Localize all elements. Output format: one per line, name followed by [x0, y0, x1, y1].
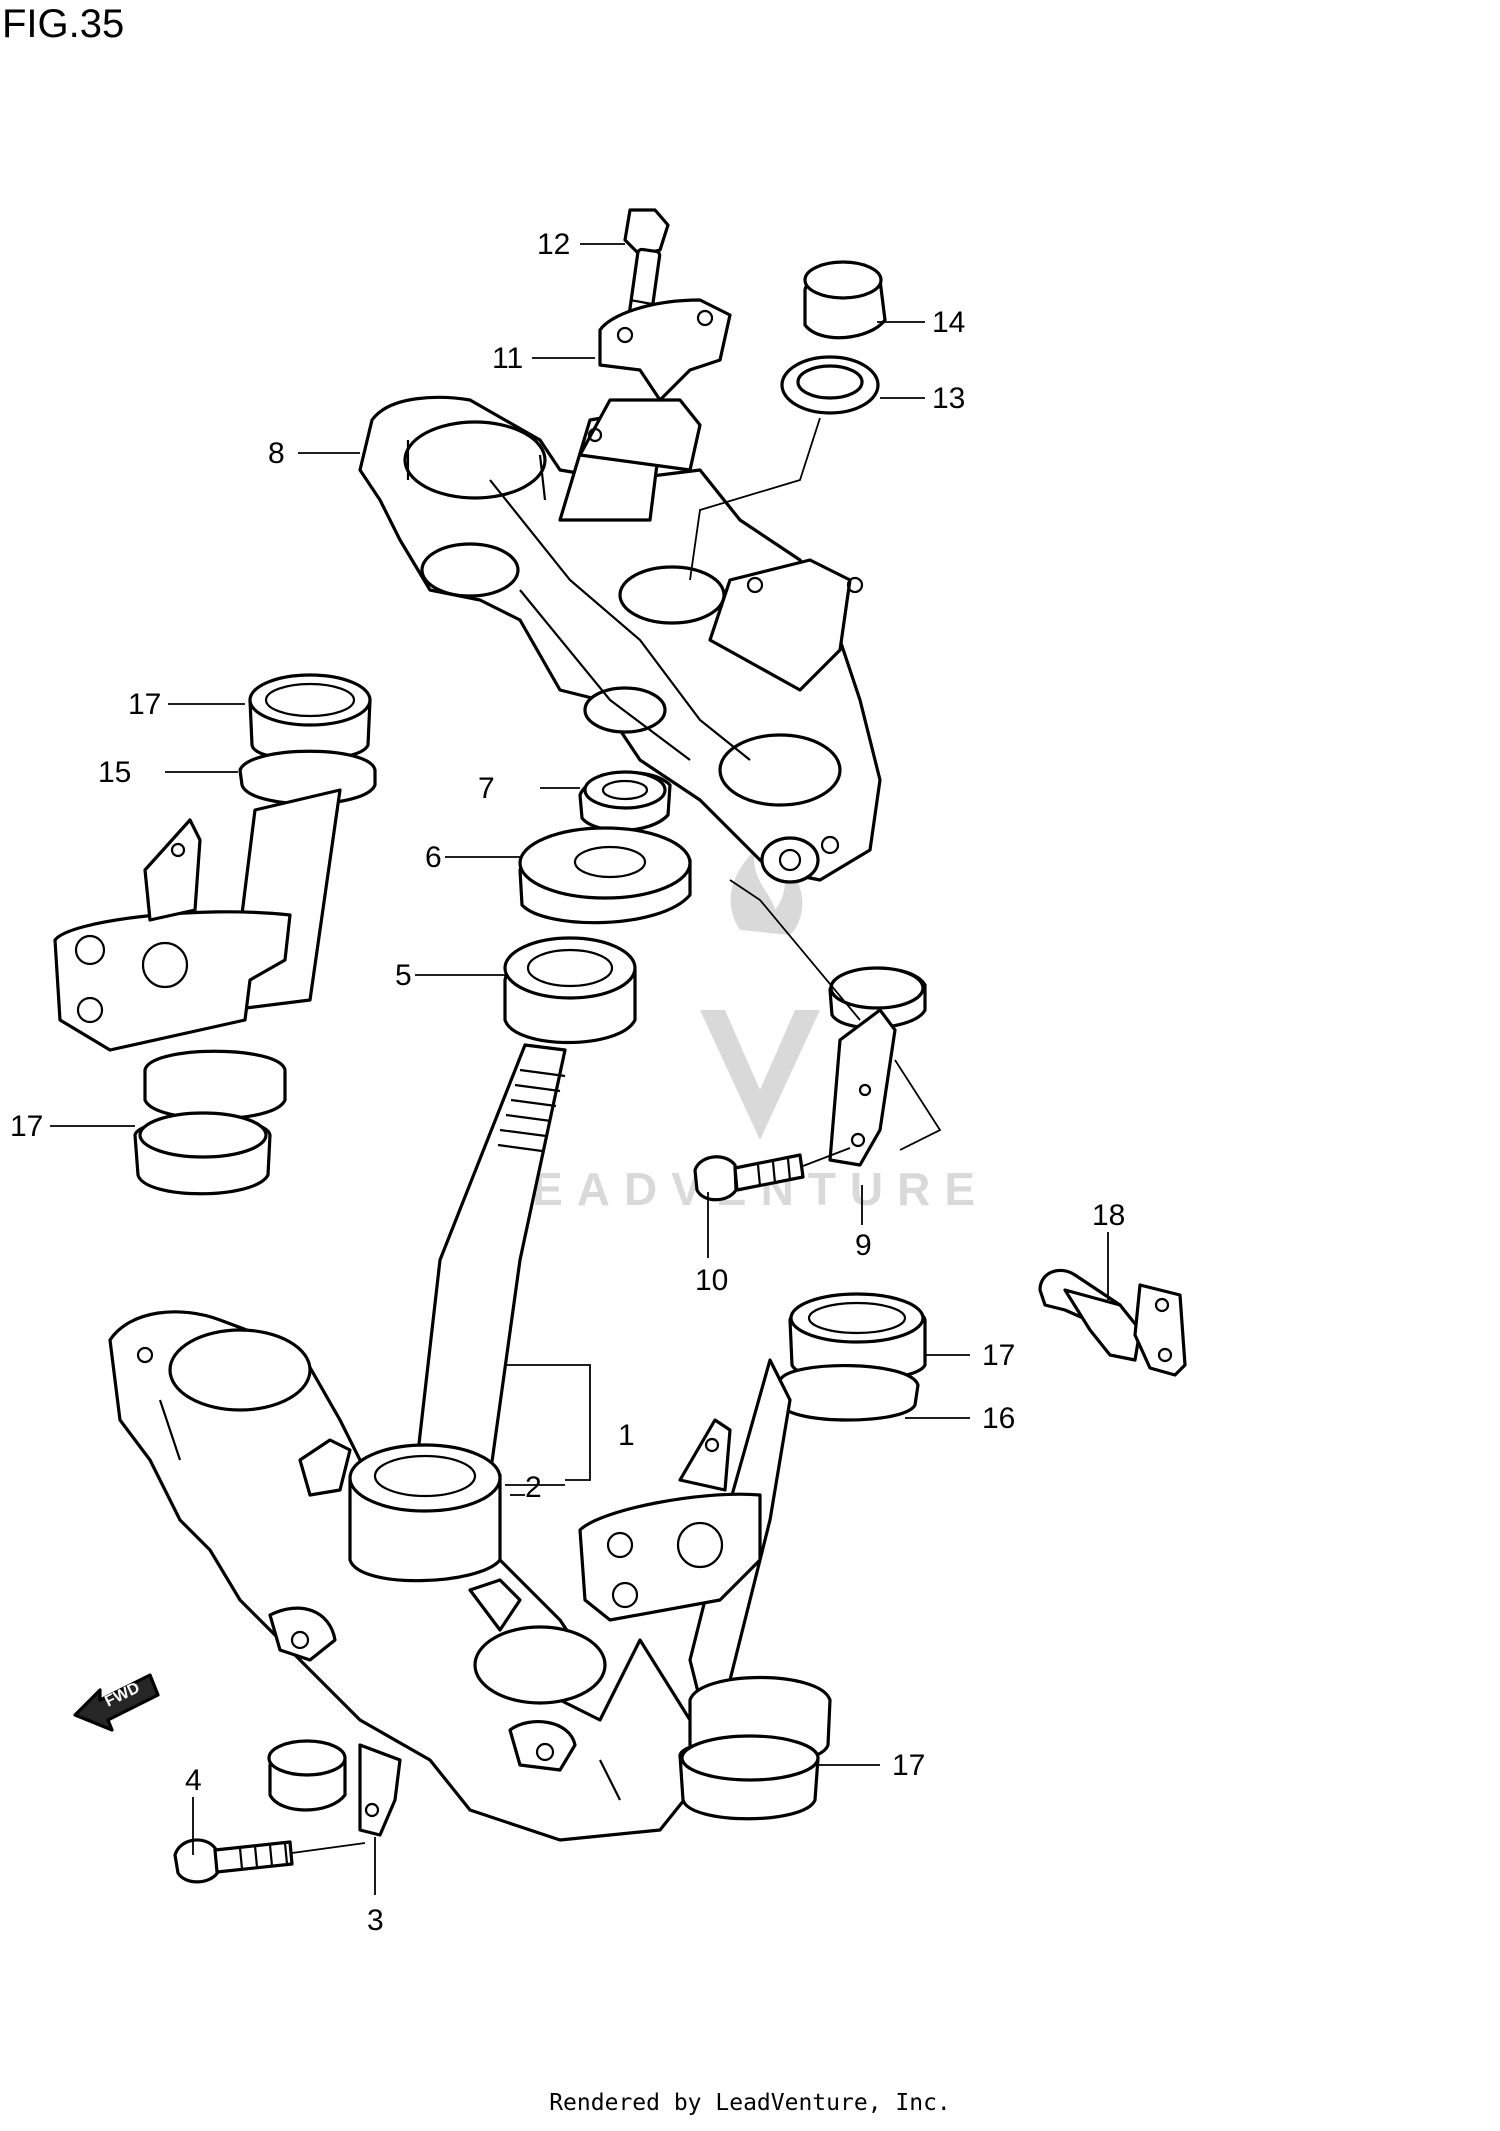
washer-large	[518, 826, 692, 925]
figure-title: FIG.35	[2, 2, 125, 46]
callout-14: 14	[932, 306, 965, 339]
callout-6: 6	[425, 841, 442, 874]
callout-9: 9	[855, 1229, 872, 1262]
fork-guide-right	[578, 1292, 927, 1821]
lower-bracket	[108, 1310, 702, 1842]
fork-guide-left	[53, 673, 377, 1196]
washer	[689, 355, 880, 581]
callout-3: 3	[367, 1904, 384, 1937]
callout-8: 8	[268, 437, 285, 470]
callout-2: 2	[525, 1471, 542, 1504]
callout-15: 15	[98, 756, 131, 789]
bearing	[503, 936, 637, 1045]
callouts: 12 11 14 13 8 17 15 7 6 5 17 10 9 18 17 …	[10, 228, 1125, 1937]
leader-lines	[50, 243, 1109, 1895]
callout-10: 10	[695, 1264, 728, 1297]
fwd-arrow-icon: FWD	[73, 1673, 160, 1732]
upper-bracket	[358, 395, 882, 884]
cable-guide	[729, 879, 942, 1167]
callout-5: 5	[395, 959, 412, 992]
callout-7: 7	[478, 772, 495, 805]
callout-16: 16	[982, 1402, 1015, 1435]
steering-lock	[1038, 1268, 1187, 1377]
cap	[803, 260, 887, 340]
callout-12: 12	[537, 228, 570, 261]
callout-17-upper-left: 17	[128, 688, 161, 721]
callout-11: 11	[492, 342, 523, 375]
callout-17-upper-right: 17	[982, 1339, 1015, 1372]
render-credit: Rendered by LeadVenture, Inc.	[549, 2090, 951, 2116]
steering-stem-nut	[578, 770, 672, 832]
guide-bolt	[693, 1147, 851, 1202]
callout-18: 18	[1092, 1199, 1125, 1232]
callout-4: 4	[185, 1764, 202, 1797]
handlebar-clamp	[598, 298, 732, 402]
holder	[267, 1739, 402, 1837]
callout-1: 1	[618, 1419, 635, 1452]
callout-17-lower-right: 17	[892, 1749, 925, 1782]
holder-bolt	[173, 1838, 366, 1884]
callout-17-lower-left: 17	[10, 1110, 43, 1143]
callout-13: 13	[932, 382, 965, 415]
